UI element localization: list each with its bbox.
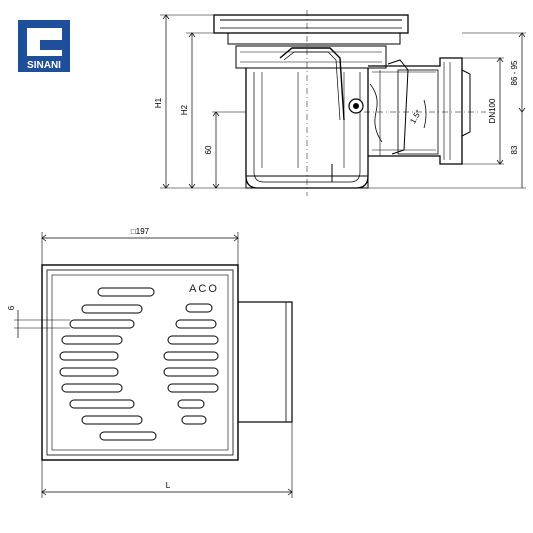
top-view <box>14 232 293 498</box>
width-label: □197 <box>131 227 150 236</box>
h1-label: H1 <box>154 97 163 108</box>
sinani-logo: SINANI <box>18 20 70 72</box>
h2-label: H2 <box>180 104 189 115</box>
grate-slots <box>59 287 219 441</box>
slot-width-label: 6 <box>7 305 16 310</box>
logo-text: SINANI <box>27 60 61 71</box>
length-label: L <box>166 481 171 490</box>
top-view-labels: ACO □197 L 6 <box>7 227 219 490</box>
outlet-label: DN100 <box>488 98 497 123</box>
side-view <box>160 10 526 196</box>
side-view-labels: H1 H2 60 1.5° DN100 86 - 95 83 <box>154 60 519 154</box>
lower-label: 83 <box>510 145 519 154</box>
inlet-height-label: 60 <box>204 145 213 154</box>
slope-label: 1.5° <box>408 108 423 125</box>
brand-label: ACO <box>189 283 219 295</box>
range-label: 86 - 95 <box>510 60 519 85</box>
